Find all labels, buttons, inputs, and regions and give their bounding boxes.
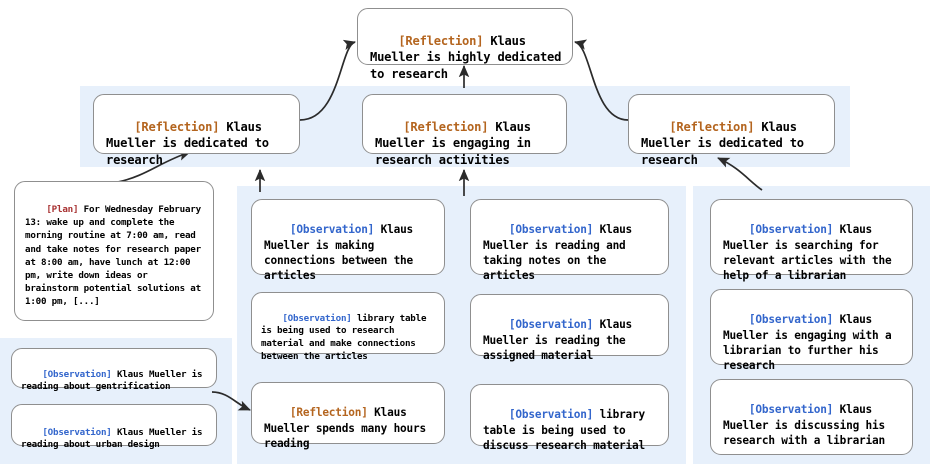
node-reflection-middle[interactable]: [Reflection] Klaus Mueller is engaging i… (362, 94, 567, 167)
node-observation-library-table-discuss[interactable]: [Observation] library table is being use… (470, 384, 669, 452)
node-text: library table is being used to research … (261, 312, 432, 362)
node-text: Klaus Mueller is reading and taking note… (483, 223, 639, 283)
node-observation-engaging-librarian[interactable]: [Observation] Klaus Mueller is engaging … (710, 289, 913, 372)
node-text: Klaus Mueller is dedicated to research (641, 119, 811, 168)
node-tag: [Reflection] (669, 119, 755, 134)
node-tag: [Observation] (748, 313, 834, 327)
node-tag: [Observation] (42, 426, 112, 438)
node-text: Klaus Mueller is discussing his research… (723, 403, 892, 447)
node-tag: [Observation] (508, 408, 594, 422)
node-reflection-hours-reading[interactable]: [Reflection] Klaus Mueller spends many h… (251, 382, 445, 450)
node-tag: [Observation] (289, 223, 375, 237)
node-observation-reading-notes[interactable]: [Observation] Klaus Mueller is reading a… (470, 199, 669, 282)
node-tag: [Observation] (42, 368, 112, 380)
node-text: For Wednesday February 13: wake up and c… (25, 204, 207, 308)
node-root-reflection[interactable]: [Reflection] Klaus Mueller is highly ded… (357, 8, 573, 81)
node-observation-searching-articles[interactable]: [Observation] Klaus Mueller is searching… (710, 199, 913, 282)
node-observation-connections[interactable]: [Observation] Klaus Mueller is making co… (251, 199, 445, 282)
node-tag: [Observation] (508, 223, 594, 237)
node-text: Klaus Mueller spends many hours reading (264, 406, 433, 450)
node-reflection-left[interactable]: [Reflection] Klaus Mueller is dedicated … (93, 94, 300, 167)
node-tag: [Reflection] (398, 33, 484, 48)
node-observation-gentrification[interactable]: [Observation] Klaus Mueller is reading a… (11, 348, 217, 392)
node-text: Klaus Mueller is making connections betw… (264, 223, 420, 283)
node-tag: [Observation] (748, 403, 834, 417)
node-observation-library-table-connections[interactable]: [Observation] library table is being use… (251, 292, 445, 362)
node-tag: [Observation] (282, 312, 352, 324)
node-tag: [Observation] (508, 318, 594, 332)
node-plan[interactable]: [Plan] For Wednesday February 13: wake u… (14, 181, 214, 321)
node-tag: [Reflection] (289, 406, 368, 420)
node-tag: [Observation] (748, 223, 834, 237)
node-text: Klaus Mueller is engaging with a librari… (723, 313, 898, 373)
node-text: Klaus Mueller is dedicated to research (106, 119, 276, 168)
node-tag: [Reflection] (403, 119, 489, 134)
node-observation-discussing-librarian[interactable]: [Observation] Klaus Mueller is discussin… (710, 379, 913, 455)
node-text: Klaus Mueller is highly dedicated to res… (370, 33, 569, 82)
node-reflection-right[interactable]: [Reflection] Klaus Mueller is dedicated … (628, 94, 835, 167)
node-text: Klaus Mueller is reading about gentrific… (21, 368, 208, 393)
node-text: Klaus Mueller is reading about urban des… (21, 426, 208, 451)
node-text: library table is being used to discuss r… (483, 408, 652, 452)
node-tag: [Reflection] (134, 119, 220, 134)
node-text: Klaus Mueller is searching for relevant … (723, 223, 898, 283)
node-tag: [Plan] (46, 204, 79, 216)
node-text: Klaus Mueller is engaging in research ac… (375, 119, 538, 168)
node-observation-assigned-material[interactable]: [Observation] Klaus Mueller is reading t… (470, 294, 669, 362)
node-text: Klaus Mueller is reading the assigned ma… (483, 318, 639, 362)
node-observation-urban-design[interactable]: [Observation] Klaus Mueller is reading a… (11, 404, 217, 450)
